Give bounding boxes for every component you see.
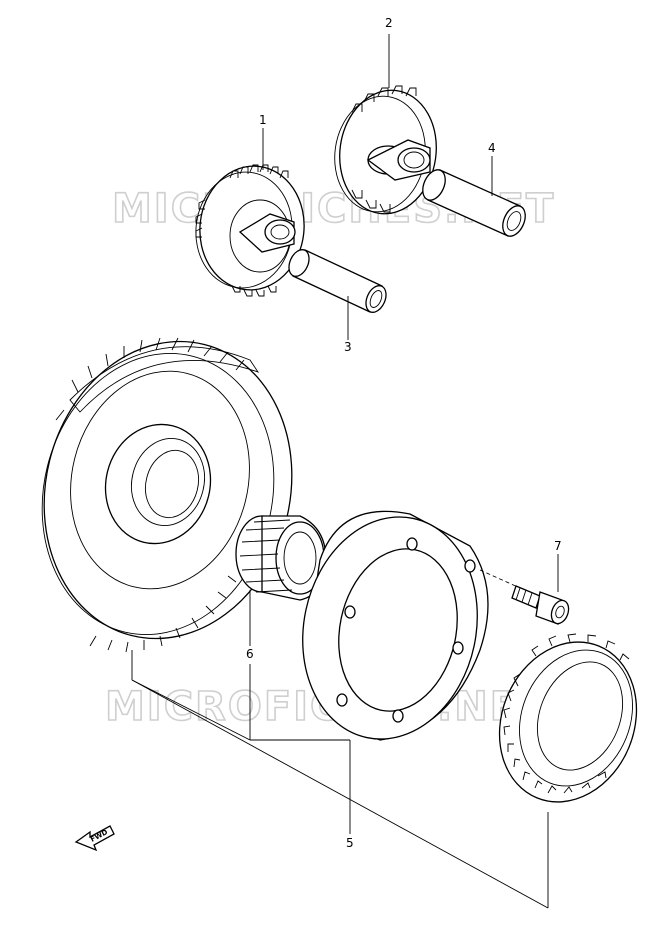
- leader-lines: [131, 34, 559, 909]
- part-1-gear: [195, 164, 305, 297]
- large-starter-gear: [41, 337, 293, 653]
- fwd-arrow-icon: FWD: [74, 825, 115, 852]
- callout-7: 7: [554, 539, 562, 553]
- callout-3: 3: [344, 340, 352, 354]
- callout-6: 6: [246, 647, 254, 661]
- callout-2: 2: [385, 16, 393, 30]
- callout-4: 4: [488, 141, 496, 155]
- part-3-shaft: [288, 249, 387, 313]
- callout-5: 5: [346, 836, 354, 850]
- part-6-needle-bearing: [235, 515, 327, 601]
- callout-1: 1: [259, 113, 267, 127]
- part-7-bolt: [479, 569, 570, 625]
- part-2-gear: [334, 85, 437, 215]
- one-way-clutch: [498, 633, 638, 803]
- part-5-clutch-housing: [302, 510, 489, 741]
- part-4-shaft: [422, 169, 526, 237]
